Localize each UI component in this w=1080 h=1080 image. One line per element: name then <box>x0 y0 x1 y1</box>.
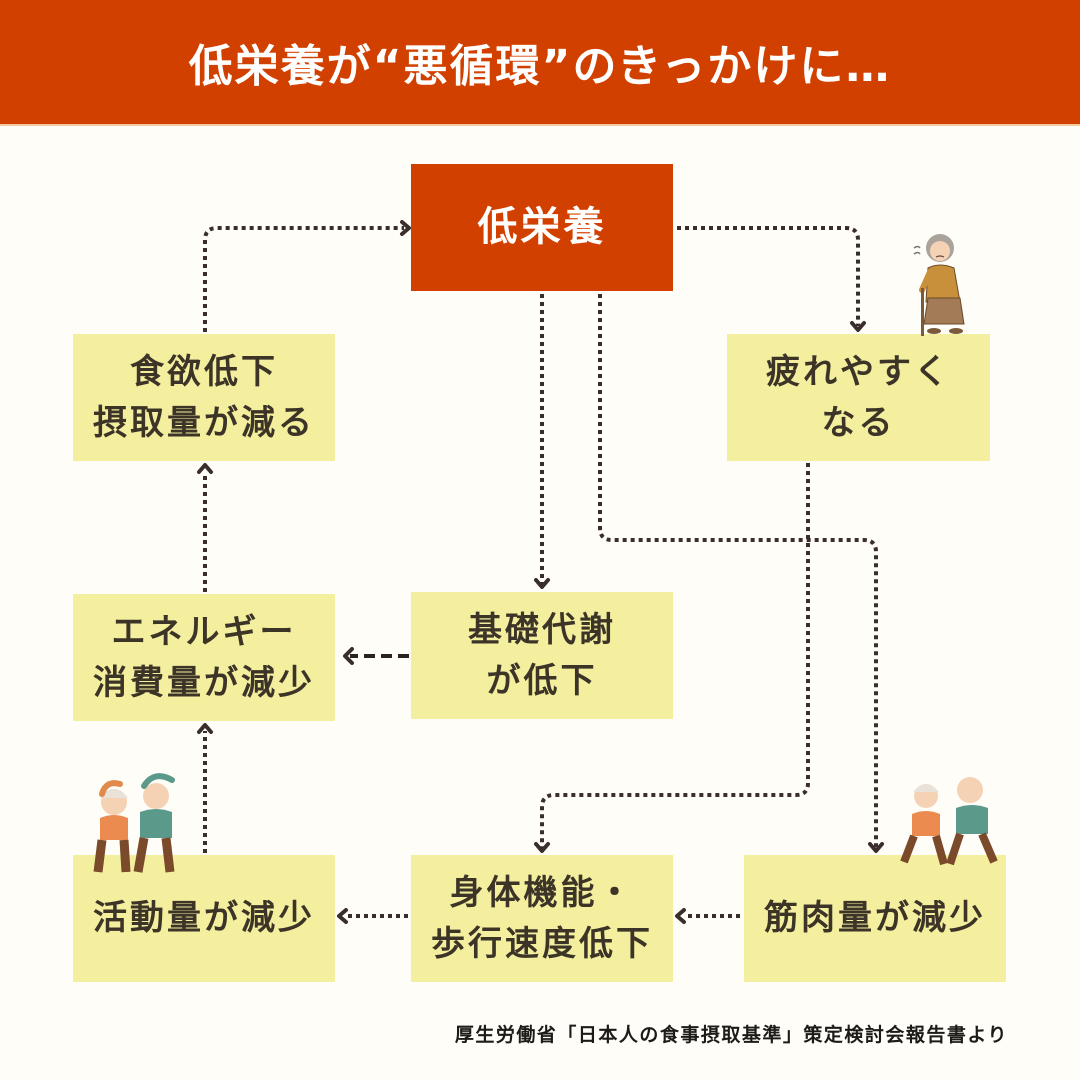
node-appetite-loss: 食欲低下 摂取量が減る <box>73 334 335 461</box>
node-basal-metabolism-decrease: 基礎代謝 が低下 <box>411 592 673 719</box>
node-energy-consumption-decrease: エネルギー 消費量が減少 <box>73 594 335 721</box>
arrowhead-into-bmr <box>534 578 550 589</box>
elderly-couple-jogging-illustration <box>900 777 998 866</box>
arrowhead-bmr-energy <box>343 647 354 665</box>
node-label-line1: 筋肉量が減少 <box>764 898 986 939</box>
node-low-nutrition: 低栄養 <box>411 164 673 291</box>
arrow-appetite-to-root <box>203 226 404 332</box>
arrowhead-physical-activity <box>337 908 348 924</box>
node-label-line1: 活動量が減少 <box>93 898 315 939</box>
node-label-line2: なる <box>821 402 896 443</box>
source-citation: 厚生労働省「日本人の食事摂取基準」策定検討会報告書より <box>454 1024 1008 1046</box>
node-muscle-mass-decrease: 筋肉量が減少 <box>744 855 1006 982</box>
node-label-line2: 摂取量が減る <box>93 402 315 443</box>
node-label-line1: エネルギー <box>111 612 297 653</box>
node-activity-decrease: 活動量が減少 <box>73 855 335 982</box>
arrowhead-into-muscle <box>868 842 884 853</box>
arrowhead-muscle-physical <box>675 908 686 924</box>
node-label-line1: 食欲低下 <box>130 352 278 393</box>
arrowhead-into-physical <box>534 842 550 853</box>
arrowhead-into-root <box>400 220 411 236</box>
node-label-line2: 歩行速度低下 <box>431 923 653 964</box>
node-label-line2: が低下 <box>486 660 598 701</box>
arrowhead-into-energy <box>197 723 213 734</box>
arrowhead-into-tired <box>850 321 866 332</box>
node-label: 低栄養 <box>477 203 607 250</box>
arrow-root-to-tired <box>677 226 860 326</box>
node-label-line1: 身体機能・ <box>449 873 635 914</box>
tired-elderly-woman-illustration <box>913 234 965 336</box>
title-banner: 低栄養が“悪循環”のきっかけに… <box>0 0 1080 126</box>
node-physical-function-decrease: 身体機能・ 歩行速度低下 <box>411 855 673 982</box>
node-fatigue: 疲れやすく なる <box>727 334 990 461</box>
elderly-couple-stretching-illustration <box>93 773 175 873</box>
page-title: 低栄養が“悪循環”のきっかけに… <box>188 41 892 92</box>
node-label-line1: 疲れやすく <box>766 352 951 393</box>
arrowhead-into-appetite <box>197 463 213 474</box>
node-label-line1: 基礎代謝 <box>468 610 616 651</box>
node-label-line2: 消費量が減少 <box>93 662 315 703</box>
